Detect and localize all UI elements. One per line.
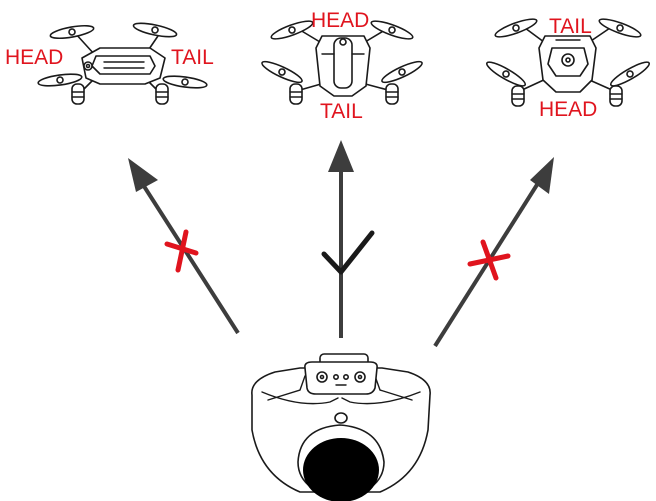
arrow-center [328,140,354,338]
left-tail-label: TAIL [171,46,214,69]
arrow-right [435,157,554,346]
left-head-label: HEAD [5,46,63,69]
cross-icon [470,242,508,278]
check-icon [324,233,372,272]
center-tail-label: TAIL [320,100,363,123]
right-head-label: HEAD [539,98,597,121]
pilot-figure [252,354,430,501]
right-tail-label: TAIL [549,15,592,38]
center-head-label: HEAD [311,9,369,32]
controller-icon [305,354,377,394]
pilot-head [303,438,379,501]
